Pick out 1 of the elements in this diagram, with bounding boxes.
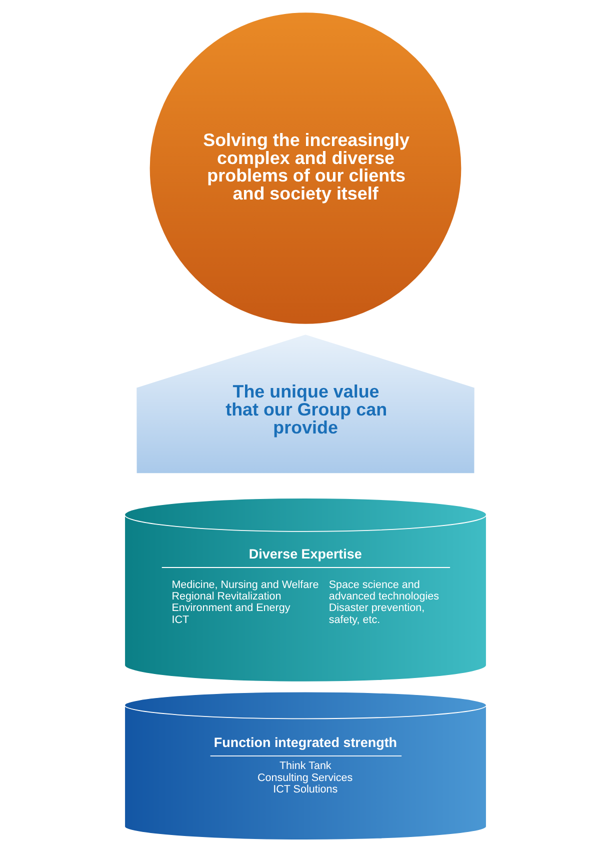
node-circle: Solving the increasingly complex and diverse problems of our clients and society itself	[148, 12, 462, 325]
